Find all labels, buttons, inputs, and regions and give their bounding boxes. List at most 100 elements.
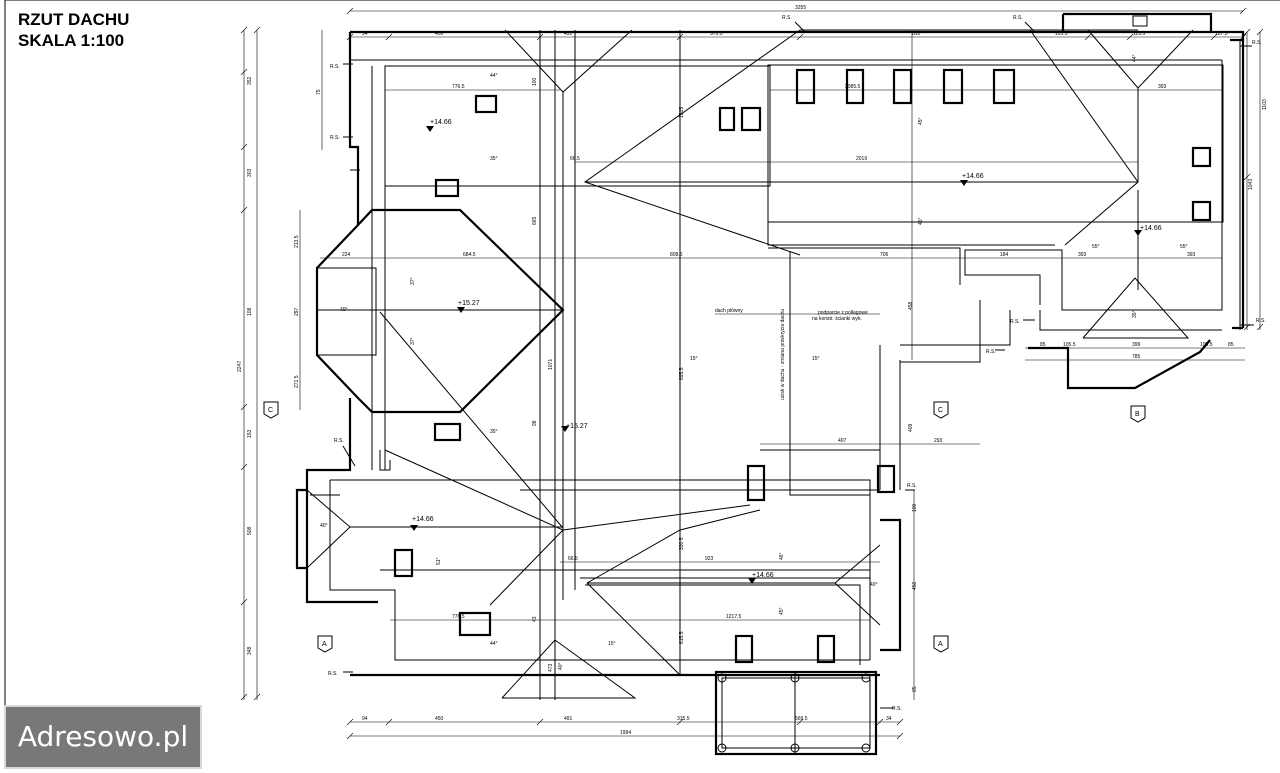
watermark-logo: Adresowo.pl	[4, 705, 202, 769]
dim-interior-36: 213.5	[294, 235, 300, 248]
dim-interior-10: 393	[1078, 252, 1087, 258]
dim-top-overall: 3255	[795, 5, 806, 11]
dim-interior-5: 224	[342, 252, 351, 258]
dim-interior-3: 66.5	[570, 156, 580, 162]
slope-label: 35°	[490, 429, 498, 435]
dim-bottom-5: 34	[886, 716, 892, 722]
slope-label: 46°	[779, 552, 785, 560]
dim-top-4: 810	[912, 31, 921, 37]
compass-label: B	[1135, 411, 1140, 418]
elevation-label: +14.66	[962, 173, 984, 180]
dim-interior-27: 330.5	[679, 537, 685, 550]
dim-interior-31: 456	[912, 581, 918, 590]
slope-label: 15°	[608, 641, 616, 647]
slope-label: 37°	[410, 277, 416, 285]
rs-label: R.S.	[986, 349, 996, 355]
dim-interior-28: 1515	[679, 107, 685, 118]
dim-interior-0: 776.5	[452, 84, 465, 90]
elevation-label: +14.66	[430, 119, 452, 126]
dim-interior-8: 706	[880, 252, 889, 258]
dim-interior-19: 785	[1132, 354, 1141, 360]
dim-interior-45: 473	[548, 663, 554, 672]
dim-interior-34: 98	[532, 420, 538, 426]
dim-left-2: 108	[247, 307, 253, 316]
vertical-note: ucisk w dachu - zmiana przekrycia dachu	[780, 309, 786, 400]
dim-interior-6: 684.5	[463, 252, 476, 258]
rs-label: R.S.	[330, 64, 340, 70]
section-label-a: A	[322, 641, 327, 648]
dim-interior-17: 66.5	[568, 556, 578, 562]
plan-notes: dach płówny podparcie z polłagowe na kon…	[715, 308, 880, 400]
rs-label: R.S.	[1252, 40, 1262, 46]
rs-label: R.S.	[1010, 319, 1020, 325]
elevation-label: +14.66	[752, 572, 774, 579]
dim-bottom-overall: 1994	[620, 730, 631, 736]
dim-interior-21: 105.5	[1063, 342, 1076, 348]
dim-interior-26: 895.5	[679, 367, 685, 380]
section-marks: C C A A B	[263, 15, 1148, 653]
slope-label: 51°	[436, 557, 442, 565]
slope-label: 45°	[779, 607, 785, 615]
slope-label: 40°	[870, 582, 878, 588]
dim-interior-47: 75	[316, 89, 322, 95]
dim-interior-44: 100	[532, 77, 538, 86]
roof-inner-lines	[310, 30, 1241, 700]
dim-interior-46: 615.5	[679, 631, 685, 644]
rs-labels: R.S. R.S. R.S. R.S. R.S. R.S. R.S. R.S. …	[328, 15, 1266, 712]
dim-top-6: 113.5	[1133, 31, 1145, 37]
dim-interior-14: 923	[705, 556, 714, 562]
rs-label: R.S.	[892, 706, 902, 712]
support-note: podparcie z polłagowe	[818, 310, 868, 316]
rs-label: R.S.	[907, 483, 917, 489]
slope-label: 44°	[490, 641, 498, 647]
rs-label: R.S.	[782, 15, 792, 21]
dim-interior-22: 105.5	[1200, 342, 1213, 348]
elevation-label: +15.27	[458, 300, 480, 307]
slope-label: 40°	[558, 662, 564, 670]
dim-interior-25: 1071	[548, 359, 554, 370]
drawing-scale: SKALA 1:100	[18, 31, 125, 50]
dim-right-1: 1043	[1248, 179, 1254, 190]
dim-right-0: 1103	[1262, 99, 1268, 110]
slope-label: 15°	[690, 356, 698, 362]
dim-interior-1: 2085.5	[845, 84, 861, 90]
slope-label: 44°	[490, 73, 498, 79]
rs-label: R.S.	[328, 671, 338, 677]
dim-top-0: 94	[362, 31, 368, 37]
dim-bottom-0: 94	[362, 716, 368, 722]
elevation-label: +15.27	[566, 423, 588, 430]
elevation-markers: +14.66 +15.27 +14.66 +15.27 +14.66 +14.6…	[410, 119, 1162, 584]
support-note-line2: na konstr. ścianki wyk.	[812, 316, 862, 322]
dim-left-overall: 2247	[237, 361, 243, 372]
dimension-lines	[243, 10, 1261, 737]
rs-label: R.S.	[1256, 318, 1266, 324]
slope-label: 55°	[1180, 244, 1188, 250]
dim-left-0: 352	[247, 76, 253, 85]
elevation-label: +14.66	[1140, 225, 1162, 232]
section-label-c: C	[938, 407, 943, 414]
dim-interior-42: 43	[532, 616, 538, 622]
dim-bottom-4: 569.5	[795, 716, 808, 722]
dim-interior-32: 100	[912, 503, 918, 512]
dim-interior-29: 458	[908, 301, 914, 310]
dim-top-7: 187.5	[1215, 31, 1228, 37]
drawing-title: RZUT DACHU	[18, 10, 130, 29]
rs-label: R.S.	[330, 135, 340, 141]
dim-interior-30: 409	[908, 423, 914, 432]
dim-interior-12: 407	[838, 438, 847, 444]
slope-label: 44°	[1132, 54, 1138, 62]
dim-top-3: 575.5	[710, 31, 723, 37]
slope-label: 35°	[490, 156, 498, 162]
dim-interior-7: 808.5	[670, 252, 683, 258]
slope-label: 40°	[340, 307, 348, 313]
dim-left-5: 348	[247, 646, 253, 655]
rs-label: R.S.	[1013, 15, 1023, 21]
section-label-c: C	[268, 407, 273, 414]
dim-interior-16: 776.5	[452, 614, 465, 620]
roof-type-note: dach płówny	[715, 308, 743, 314]
slope-label: 35°	[1132, 310, 1138, 318]
rs-label: R.S.	[334, 438, 344, 444]
ridge-lines	[306, 29, 1194, 699]
dim-interior-20: 85	[1040, 342, 1046, 348]
dim-bottom-3: 315.5	[677, 716, 690, 722]
